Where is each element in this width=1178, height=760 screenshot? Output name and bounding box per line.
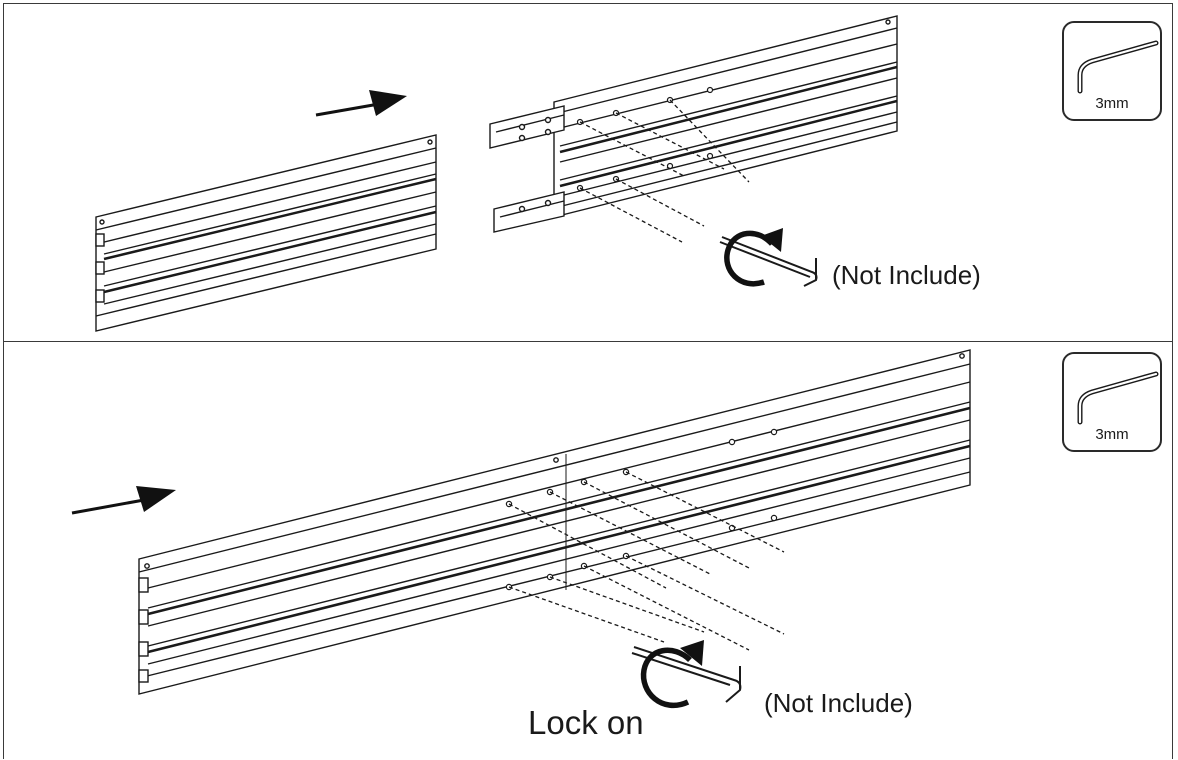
hex-key-tool <box>719 236 818 287</box>
tool-badge: 3mm <box>1062 21 1162 121</box>
hex-key-icon <box>1077 40 1159 94</box>
not-included-note: (Not Include) <box>764 688 913 718</box>
main-rail <box>553 15 898 218</box>
slider-insert-lower <box>493 191 565 233</box>
rotate-clockwise-icon <box>640 640 704 709</box>
tool-badge: 3mm <box>1062 352 1162 452</box>
slider-insert-upper <box>489 105 565 149</box>
assembled-rail <box>138 349 971 695</box>
alignment-lines <box>508 471 785 651</box>
not-included-note: (Not Include) <box>832 260 981 290</box>
lock-on-caption: Lock on <box>528 704 644 741</box>
hex-key-tool <box>631 646 742 703</box>
rotate-clockwise-icon <box>724 228 783 287</box>
step-1-panel: (Not Include) 3mm <box>3 3 1173 343</box>
extension-rail <box>95 134 437 332</box>
slide-direction-arrow <box>71 486 176 515</box>
alignment-lines <box>579 99 750 243</box>
hex-key-icon <box>1077 371 1159 425</box>
slide-direction-arrow <box>315 90 407 117</box>
tool-size-label: 3mm <box>1095 426 1129 443</box>
tool-size-label: 3mm <box>1095 95 1129 112</box>
step-2-panel: (Not Include) Lock on 3mm <box>3 341 1173 759</box>
step-2-illustration <box>71 349 971 709</box>
step-1-illustration <box>95 15 898 332</box>
